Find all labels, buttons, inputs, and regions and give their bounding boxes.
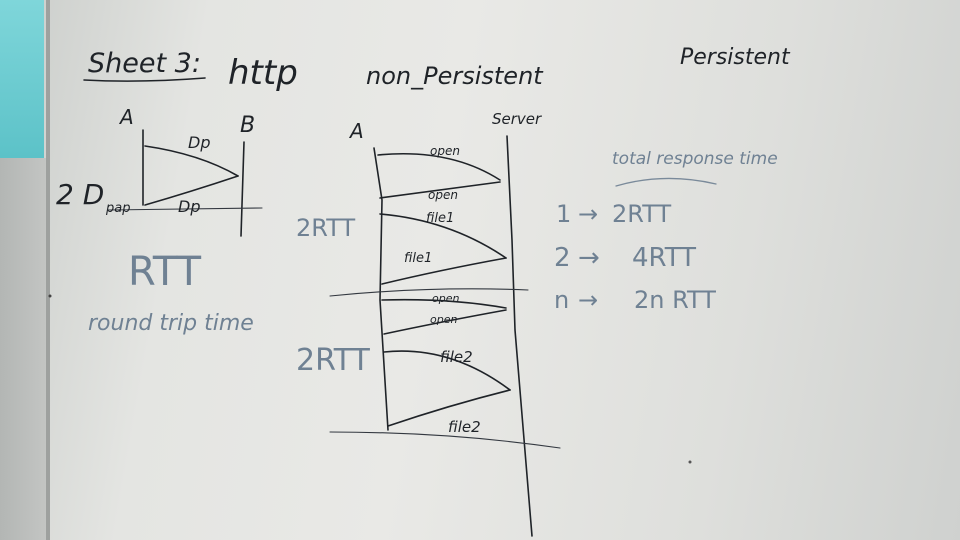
msg-label-2: open — [428, 188, 458, 202]
persistent-label: Persistent — [680, 45, 791, 70]
msg-label-4: file1 — [404, 251, 432, 266]
rtt-label: RTT — [128, 249, 202, 295]
two-d-subscript: pap — [105, 201, 130, 216]
board-mark — [48, 294, 52, 298]
row-1-n: 1 — [556, 200, 571, 228]
row-2-arrow: → — [578, 243, 600, 273]
packet-b-to-a — [144, 175, 239, 206]
baseline-mark — [107, 207, 263, 211]
board-mark — [688, 460, 692, 464]
heading-brace — [615, 177, 717, 187]
msg-label-6: open — [430, 313, 457, 326]
host-a-label: A — [118, 105, 134, 129]
response-time-heading: total response time — [612, 149, 778, 169]
msg-file1-request — [379, 213, 507, 259]
row-3-n: n — [554, 286, 569, 314]
client-a-label: A — [348, 119, 364, 143]
msg-label-5: open — [432, 292, 459, 305]
packet-a-to-b — [144, 145, 239, 177]
row-1-value: 2RTT — [612, 200, 671, 228]
msg-label-8: file2 — [448, 418, 481, 436]
row-1-arrow: → — [578, 200, 598, 228]
sheet-title: Sheet 3: — [88, 48, 201, 79]
msg-label-7: file2 — [440, 348, 473, 366]
msg-open2-request — [381, 298, 507, 309]
two-d-label: 2 D — [56, 178, 104, 211]
row-2-n: 2 — [554, 243, 571, 273]
interval-label-2: 2RTT — [296, 343, 371, 378]
msg-open-reply — [379, 181, 501, 199]
msg-open2-reply — [383, 309, 507, 335]
interval-label-1: 2RTT — [296, 214, 355, 242]
whiteboard-frame-edge — [46, 0, 50, 540]
row-3-value: 2n RTT — [634, 286, 716, 314]
row-2-value: 4RTT — [632, 243, 696, 273]
rtt-meaning: round trip time — [88, 311, 254, 336]
projector-screen-glow — [0, 0, 44, 158]
client-timeline — [373, 147, 389, 431]
host-b-label: B — [240, 113, 255, 138]
end-separator — [329, 431, 561, 449]
msg-open-request — [377, 152, 501, 181]
connection-separator — [329, 288, 529, 297]
server-label: Server — [492, 110, 542, 128]
non-persistent-label: non_Persistent — [366, 62, 544, 90]
msg-file1-reply — [381, 257, 507, 285]
msg-file2-reply — [387, 389, 511, 427]
wall-strip — [0, 158, 46, 540]
msg-label-1: open — [430, 144, 460, 158]
msg-label-3: file1 — [426, 211, 454, 226]
host-b-line — [240, 141, 245, 237]
title-underline — [83, 77, 206, 82]
protocol-label: http — [228, 53, 298, 93]
top-packet-label: Dp — [188, 133, 210, 152]
row-3-arrow: → — [578, 286, 598, 314]
server-timeline — [506, 135, 533, 537]
msg-file2-request — [383, 350, 511, 391]
bottom-packet-label: Dp — [178, 197, 200, 216]
